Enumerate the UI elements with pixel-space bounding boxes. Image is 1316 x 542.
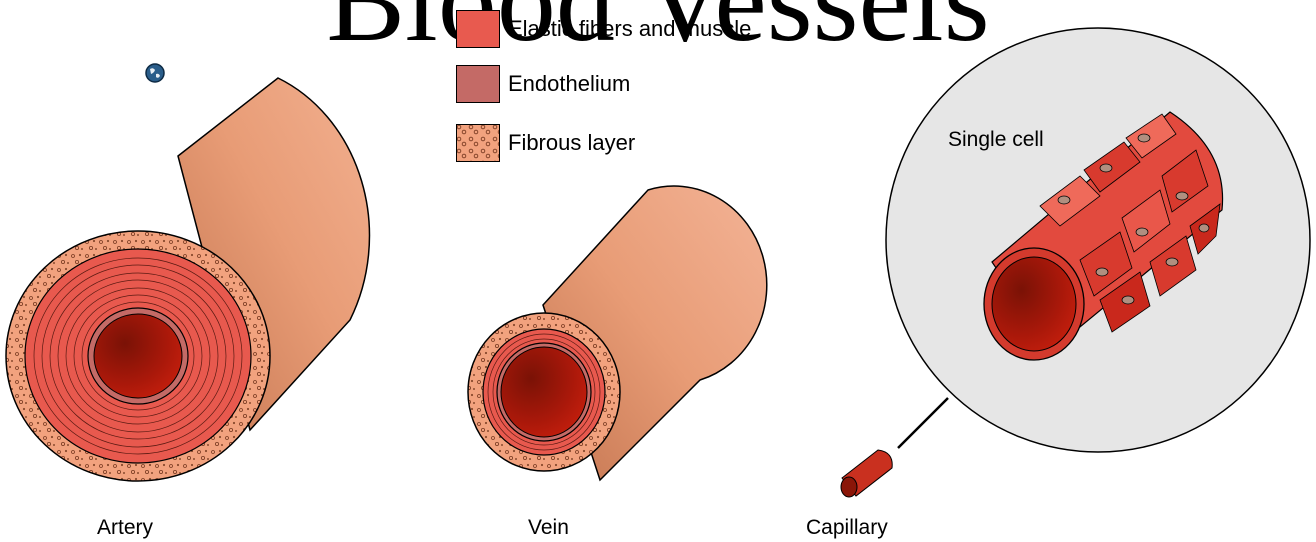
legend-label-fibrous: Fibrous layer: [508, 130, 635, 156]
label-capillary: Capillary: [806, 516, 888, 540]
label-artery: Artery: [97, 516, 153, 540]
legend-swatch-fibrous: [456, 124, 500, 162]
artery-lumen: [94, 314, 182, 398]
zoom-pointer-line: [898, 398, 948, 448]
vein-diagram: [468, 186, 767, 480]
legend-label-endothelium: Endothelium: [508, 71, 630, 97]
legend-swatch-endothelium: [456, 65, 500, 103]
legend-item-fibrous: Fibrous layer: [456, 124, 635, 162]
legend-label-elastic: Elastic fibers and muscle: [508, 16, 751, 42]
vein-lumen: [501, 347, 587, 437]
artery-diagram: [6, 78, 369, 481]
legend-swatch-elastic: [456, 10, 500, 48]
small-capillary-end: [841, 477, 857, 497]
capillary-zoom: [841, 28, 1310, 497]
legend-item-elastic: Elastic fibers and muscle: [456, 10, 751, 48]
globe-icon[interactable]: [144, 62, 166, 84]
capillary-lumen: [992, 257, 1076, 351]
label-single-cell: Single cell: [948, 128, 1044, 152]
legend-item-endothelium: Endothelium: [456, 65, 630, 103]
label-vein: Vein: [528, 516, 569, 540]
